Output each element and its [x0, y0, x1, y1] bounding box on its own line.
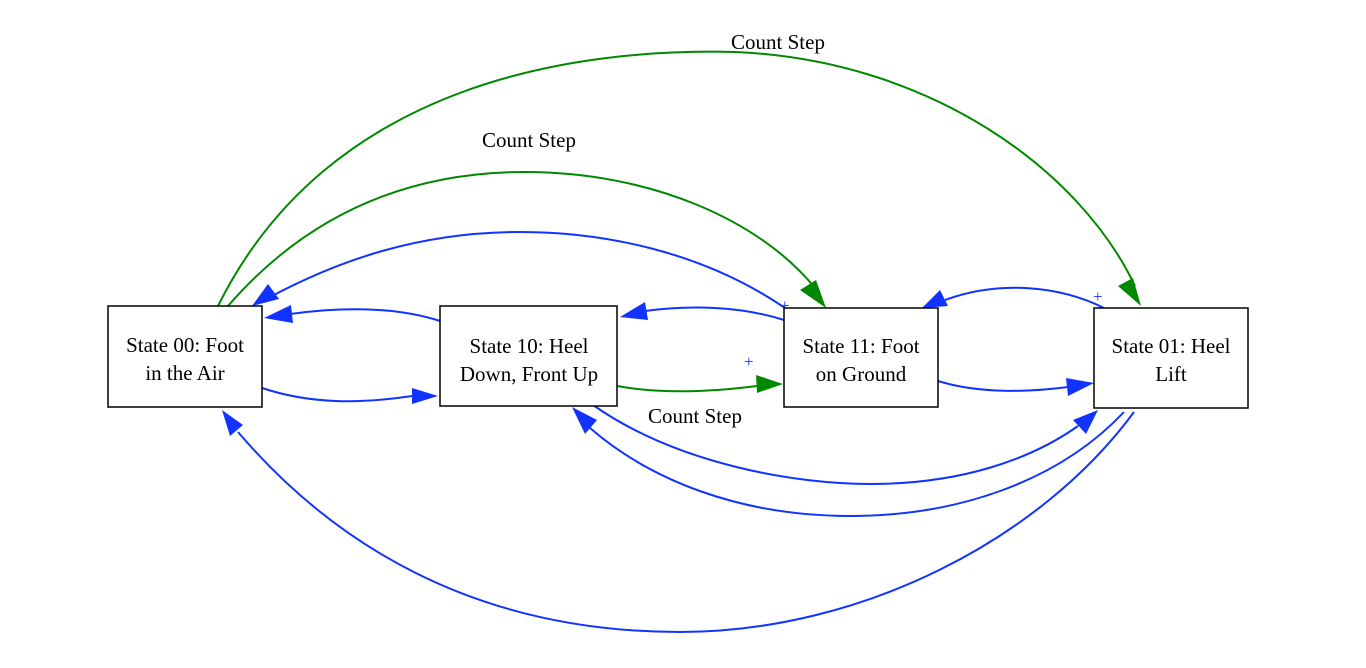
edge-label-count-step-00-11: Count Step: [482, 128, 576, 152]
plus-marker-01: +: [1093, 287, 1103, 306]
edge-10-to-00: [289, 308, 441, 322]
arrowhead-01-to-11: [922, 290, 948, 308]
arrowhead-10-to-11: [756, 375, 783, 393]
edge-11-to-01: [937, 380, 1069, 392]
arrowhead-01-to-00: [222, 410, 243, 436]
arrowhead-00-to-11: [800, 280, 826, 308]
node-state-01-line1: State 01: Heel: [1112, 334, 1231, 358]
edge-11-to-10: [644, 306, 785, 321]
edge-10-to-01: [592, 404, 1079, 486]
arrowhead-11-to-00: [252, 284, 279, 306]
edge-11-to-00: [271, 230, 786, 309]
arrowhead-00-to-10: [412, 388, 438, 404]
edge-label-count-step-10-11: Count Step: [648, 404, 742, 428]
arrowhead-01-to-10: [572, 407, 597, 434]
arrowhead-11-to-10: [620, 302, 648, 320]
edge-01-to-00: [237, 411, 1135, 634]
node-state-00: State 00: Foot in the Air: [107, 305, 263, 408]
edge-00-to-11-count-step: [227, 170, 816, 307]
edge-label-count-step-00-01: Count Step: [731, 30, 825, 54]
plus-marker-11: +: [780, 296, 790, 315]
node-state-10-line1: State 10: Heel: [470, 334, 589, 358]
node-state-01-line2: Lift: [1155, 362, 1187, 386]
arrowhead-10-to-01: [1073, 410, 1098, 434]
node-state-00-line2: in the Air: [145, 361, 224, 385]
arrowhead-10-to-00: [264, 305, 293, 323]
edge-01-to-11: [944, 286, 1105, 309]
plus-marker-10-11: +: [744, 352, 754, 371]
arrowhead-00-to-01: [1118, 278, 1141, 306]
node-state-11-line2: on Ground: [816, 362, 907, 386]
edge-00-to-01-count-step: [217, 50, 1136, 307]
arrowhead-11-to-01: [1066, 378, 1094, 396]
edge-00-to-10: [261, 387, 413, 403]
node-state-01: State 01: Heel Lift: [1093, 307, 1249, 409]
node-state-10: State 10: Heel Down, Front Up: [439, 305, 618, 407]
edge-01-to-10: [589, 411, 1125, 518]
node-state-11-line1: State 11: Foot: [802, 334, 919, 358]
node-state-11: State 11: Foot on Ground: [783, 307, 939, 408]
edge-10-to-11-count-step: [616, 385, 758, 393]
node-state-10-line2: Down, Front Up: [460, 362, 598, 386]
node-state-00-line1: State 00: Foot: [126, 333, 244, 357]
